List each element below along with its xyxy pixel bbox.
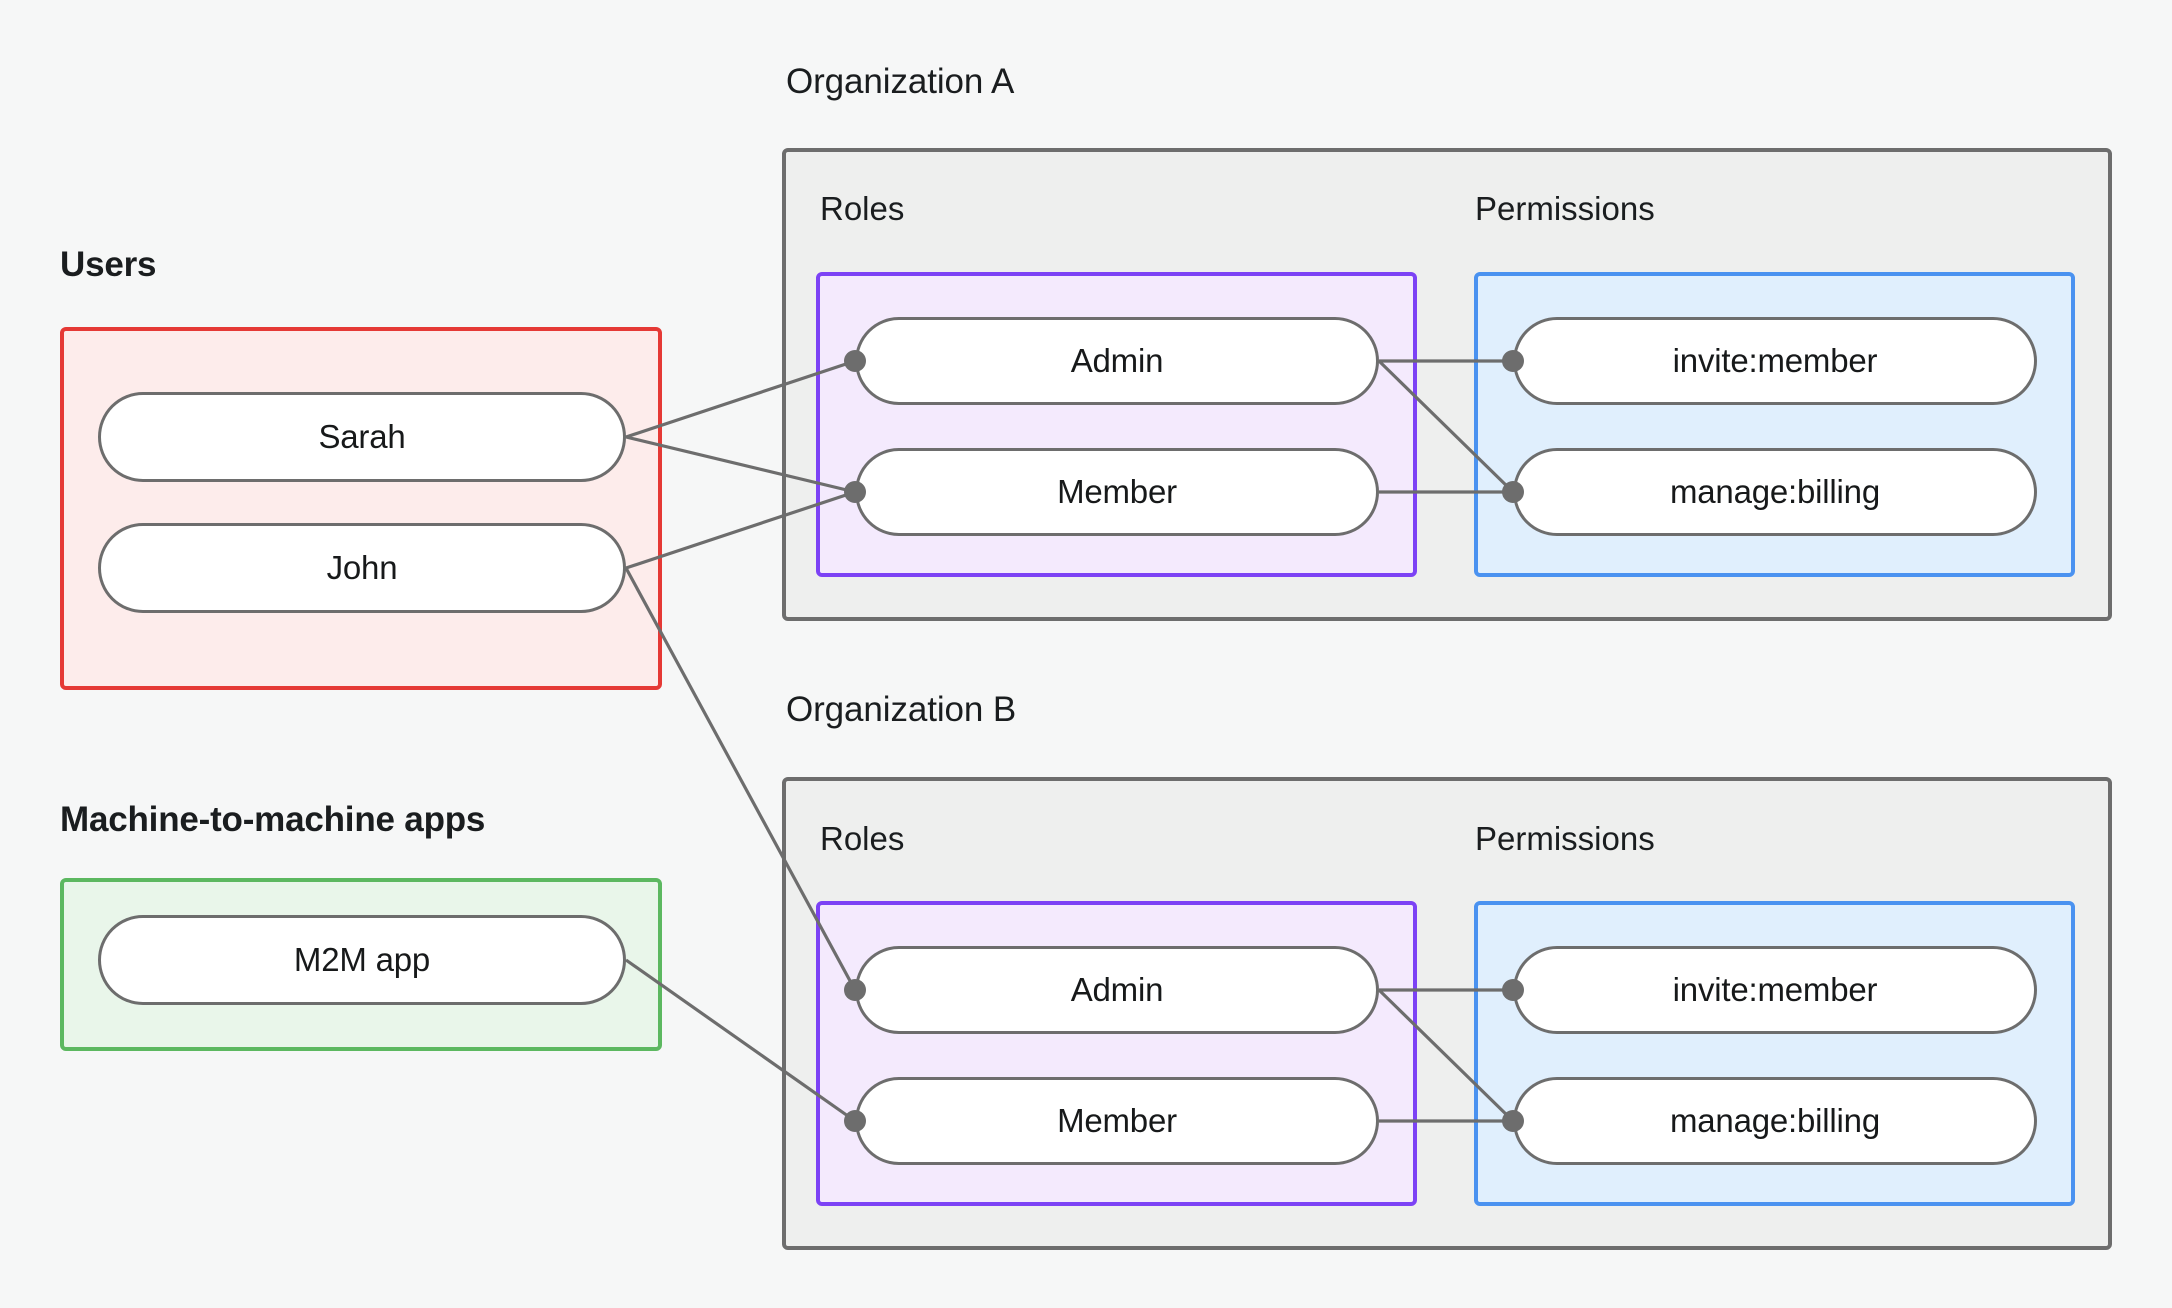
org-b-permission-invite-member[interactable]: invite:member: [1513, 946, 2037, 1034]
org-a-role-member[interactable]: Member: [855, 448, 1379, 536]
user-pill-john[interactable]: John: [98, 523, 626, 613]
org-a-role-admin[interactable]: Admin: [855, 317, 1379, 405]
org-b-role-admin[interactable]: Admin: [855, 946, 1379, 1034]
org-a-permission-invite-member[interactable]: invite:member: [1513, 317, 2037, 405]
org-a-permissions-caption: Permissions: [1475, 190, 1655, 227]
org-b-roles-caption: Roles: [820, 820, 905, 857]
user-pill-sarah[interactable]: Sarah: [98, 392, 626, 482]
org-a-permission-manage-billing[interactable]: manage:billing: [1513, 448, 2037, 536]
m2m-pill-app[interactable]: M2M app: [98, 915, 626, 1005]
org-b-caption: Organization B: [786, 690, 1017, 729]
org-b-role-member[interactable]: Member: [855, 1077, 1379, 1165]
users-container: [60, 327, 662, 690]
org-b-permissions-caption: Permissions: [1475, 820, 1655, 857]
users-caption: Users: [60, 245, 157, 284]
org-a-roles-caption: Roles: [820, 190, 905, 227]
m2m-caption: Machine-to-machine apps: [60, 800, 486, 839]
org-b-permission-manage-billing[interactable]: manage:billing: [1513, 1077, 2037, 1165]
org-a-caption: Organization A: [786, 62, 1015, 101]
